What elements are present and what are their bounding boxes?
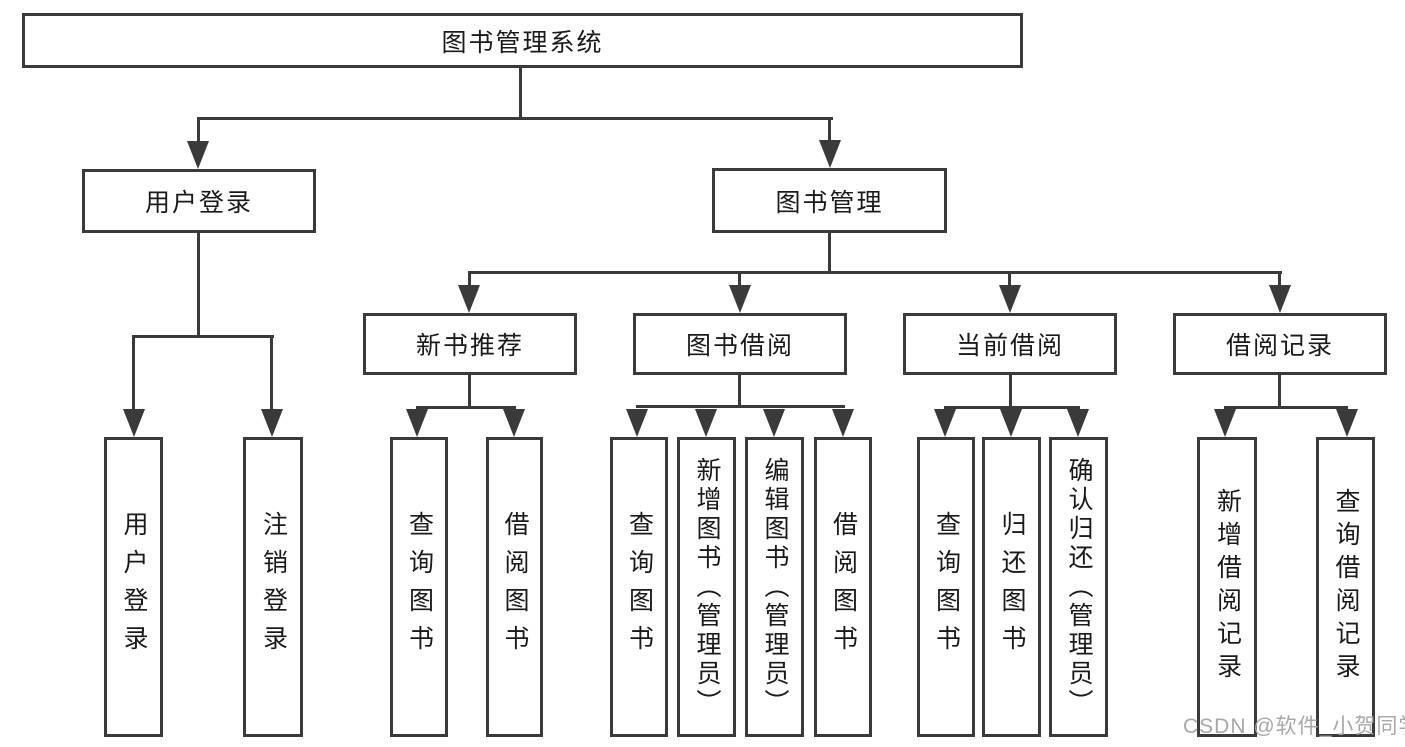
arrow-down-icon xyxy=(626,409,648,437)
connector-line xyxy=(1278,375,1281,408)
connector-line xyxy=(468,272,471,288)
arrow-down-icon xyxy=(1000,409,1022,437)
connector-line xyxy=(468,271,1282,274)
arrow-down-icon xyxy=(729,285,751,313)
node-label: 图书管理系统 xyxy=(441,28,604,57)
arrow-down-icon xyxy=(1336,409,1358,437)
node-user-login: 用户登录 xyxy=(82,169,316,233)
leaf-confirm-return-admin: 确认归还（管理员） xyxy=(1049,437,1108,737)
leaf-return-book: 归还图书 xyxy=(982,437,1041,737)
leaf-add-borrow-record: 新增借阅记录 xyxy=(1197,437,1257,737)
node-label: 当前借阅 xyxy=(955,332,1064,360)
arrow-down-icon xyxy=(406,409,428,437)
arrow-down-icon xyxy=(123,409,145,437)
connector-line xyxy=(828,118,831,146)
connector-line xyxy=(738,272,741,288)
connector-line xyxy=(416,406,516,409)
leaf-label: 查询图书 xyxy=(625,511,654,663)
node-label: 借阅记录 xyxy=(1225,332,1334,360)
leaf-label: 用户登录 xyxy=(120,511,148,663)
leaf-borrow-books-2: 借阅图书 xyxy=(814,437,872,737)
node-book-borrow: 图书借阅 xyxy=(633,313,847,375)
connector-line xyxy=(636,405,845,408)
node-borrow-record: 借阅记录 xyxy=(1173,313,1387,375)
connector-line xyxy=(828,233,831,273)
connector-line xyxy=(1009,375,1012,408)
connector-line xyxy=(944,406,1080,409)
leaf-borrow-books-1: 借阅图书 xyxy=(486,437,543,737)
connector-line xyxy=(738,375,741,408)
arrow-down-icon xyxy=(819,140,841,168)
connector-line xyxy=(1278,272,1281,288)
csdn-watermark: CSDN @软件_小贺同学 xyxy=(1183,715,1405,738)
leaf-query-borrow-record: 查询借阅记录 xyxy=(1316,437,1375,737)
arrow-down-icon xyxy=(261,409,283,437)
leaf-label: 查询借阅记录 xyxy=(1332,488,1360,686)
node-new-book-recommend: 新书推荐 xyxy=(363,313,577,375)
arrow-down-icon xyxy=(763,409,785,437)
node-library-system: 图书管理系统 xyxy=(22,13,1023,68)
leaf-label: 新增借阅记录 xyxy=(1213,488,1242,686)
connector-line xyxy=(519,68,522,118)
connector-line xyxy=(197,233,200,337)
connector-line xyxy=(132,336,135,412)
leaf-label: 确认归还（管理员） xyxy=(1065,456,1093,718)
arrow-down-icon xyxy=(1214,409,1236,437)
leaf-query-books-3: 查询图书 xyxy=(917,437,975,737)
arrow-down-icon xyxy=(832,409,854,437)
node-label: 图书管理 xyxy=(775,188,884,217)
node-book-management: 图书管理 xyxy=(712,168,947,233)
leaf-user-login: 用户登录 xyxy=(104,437,163,737)
node-label: 用户登录 xyxy=(144,189,253,217)
leaf-label: 归还图书 xyxy=(998,511,1026,663)
arrow-down-icon xyxy=(187,141,209,169)
connector-line xyxy=(197,117,833,120)
leaf-query-books-2: 查询图书 xyxy=(610,437,668,737)
arrow-down-icon xyxy=(458,285,480,313)
leaf-label: 借阅图书 xyxy=(829,511,858,663)
leaf-logout: 注销登录 xyxy=(243,437,303,737)
leaf-label: 新增图书（管理员） xyxy=(693,456,721,718)
leaf-label: 查询图书 xyxy=(405,511,434,663)
connector-line xyxy=(468,375,471,408)
leaf-label: 查询图书 xyxy=(932,511,961,663)
arrow-down-icon xyxy=(1067,409,1089,437)
arrow-down-icon xyxy=(695,409,717,437)
node-current-borrow: 当前借阅 xyxy=(903,313,1117,375)
node-label: 新书推荐 xyxy=(415,332,524,360)
arrow-down-icon xyxy=(999,285,1021,313)
arrow-down-icon xyxy=(503,409,525,437)
node-label: 图书借阅 xyxy=(685,332,794,360)
connector-line xyxy=(270,336,273,412)
leaf-add-book-admin: 新增图书（管理员） xyxy=(677,437,736,737)
connector-line xyxy=(1008,272,1011,288)
arrow-down-icon xyxy=(934,409,956,437)
connector-line xyxy=(1224,406,1348,409)
arrow-down-icon xyxy=(1269,285,1291,313)
leaf-label: 注销登录 xyxy=(259,511,288,663)
connector-line xyxy=(197,118,200,146)
leaf-query-books-1: 查询图书 xyxy=(390,437,448,737)
leaf-edit-book-admin: 编辑图书（管理员） xyxy=(745,437,804,737)
connector-line xyxy=(132,335,274,338)
leaf-label: 借阅图书 xyxy=(501,511,529,663)
leaf-label: 编辑图书（管理员） xyxy=(761,456,789,718)
